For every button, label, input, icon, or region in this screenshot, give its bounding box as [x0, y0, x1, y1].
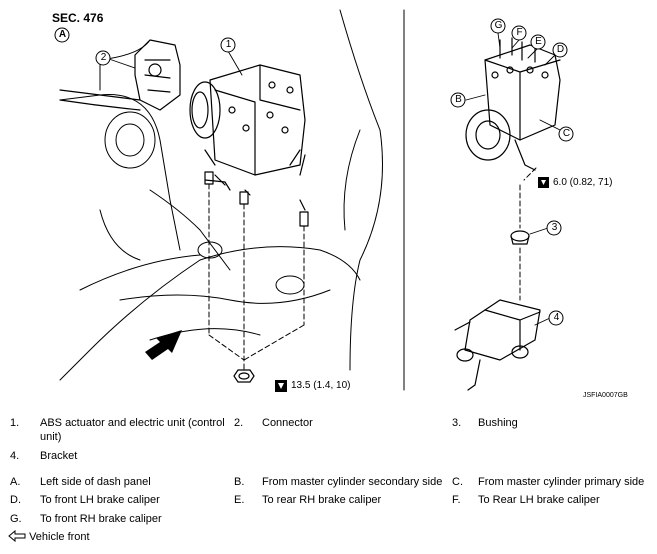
callout-1: 1 [225, 39, 232, 50]
legend-text: To front LH brake caliper [40, 494, 160, 506]
abs-actuator-diagram [54, 9, 574, 392]
callout-c: C [562, 128, 571, 139]
legend-key: D. [10, 494, 21, 506]
legend-text: To rear RH brake caliper [262, 494, 382, 506]
callout-e: E [535, 36, 542, 47]
legend-key: C. [452, 476, 463, 488]
connector-part [59, 39, 181, 111]
vehicle-front-small-arrow-icon [8, 529, 26, 543]
legend-text: ABS actuator and electric unit (control … [40, 417, 225, 443]
detail-actuator-part [465, 37, 561, 171]
callout-2: 2 [100, 52, 107, 63]
legend-text: To Rear LH brake caliper [478, 494, 600, 506]
alignment-lines [208, 167, 537, 371]
callout-circles [54, 18, 574, 326]
bracket-part [454, 299, 541, 391]
legend-key: G. [10, 513, 22, 525]
callout-3: 3 [551, 222, 558, 233]
legend-text: Connector [262, 417, 313, 429]
vehicle-front-label: Vehicle front [29, 531, 90, 543]
legend-key: 4. [10, 450, 20, 462]
torque-wrench-icon [538, 177, 549, 188]
torque-wrench-icon [275, 380, 287, 392]
legend-text: Left side of dash panel [40, 476, 151, 488]
legend-key: E. [234, 494, 245, 506]
leader-lines [108, 32, 561, 326]
vehicle-front-note: Vehicle front [8, 529, 90, 544]
legend-key: 1. [10, 417, 20, 429]
legend-text: Bushing [478, 417, 518, 429]
torque-main: 13.5 (1.4, 10) [291, 380, 351, 391]
view-letter: A [58, 29, 67, 40]
callout-d: D [556, 44, 565, 55]
callout-g: G [494, 20, 503, 31]
abs-actuator-part [189, 64, 306, 211]
callout-b: B [455, 94, 462, 105]
section-label: SEC. 476 [52, 11, 104, 25]
legend-key: F. [452, 494, 461, 506]
dash-panel [59, 9, 383, 381]
torque-detail: 6.0 (0.82, 71) [553, 177, 613, 188]
legend-key: 3. [452, 417, 462, 429]
legend-key: A. [10, 476, 21, 488]
bushing-part [510, 230, 530, 245]
legend-text: From master cylinder secondary side [262, 476, 443, 488]
vehicle-front-arrow-icon [145, 330, 182, 360]
callout-f: F [516, 27, 523, 38]
legend-text: From master cylinder primary side [478, 476, 645, 488]
legend-key: B. [234, 476, 245, 488]
legend-key: 2. [234, 417, 244, 429]
figure-id: JSFIA0007GB [583, 392, 628, 399]
legend-text: Bracket [40, 450, 78, 462]
nut-part [233, 369, 255, 383]
callout-4: 4 [553, 312, 560, 323]
legend-text: To front RH brake caliper [40, 513, 162, 525]
